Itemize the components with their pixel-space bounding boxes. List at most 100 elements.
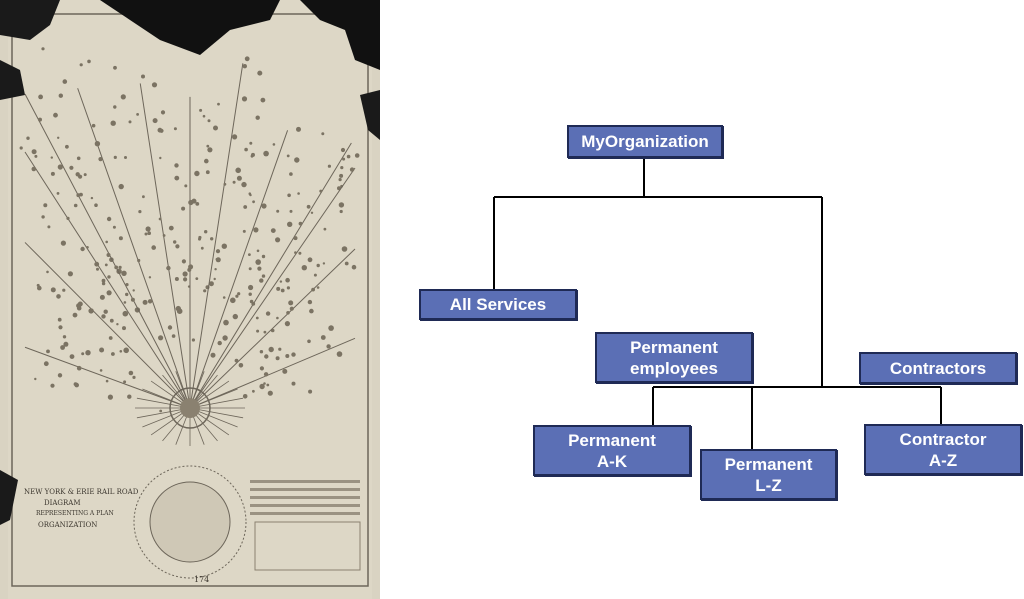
map-leaf <box>261 203 267 209</box>
map-leaf <box>242 229 246 233</box>
map-leaf <box>322 262 326 265</box>
map-leaf <box>57 373 63 378</box>
map-leaf <box>162 234 166 237</box>
map-leaf <box>248 284 254 291</box>
map-leaf <box>311 287 315 292</box>
map-leaf <box>257 70 263 76</box>
node-contractors-label: Contractors <box>889 358 987 378</box>
map-leaf <box>122 326 126 331</box>
map-leaf <box>159 156 162 160</box>
map-leaf <box>328 325 334 331</box>
map-leaf <box>132 375 136 379</box>
node-permanent-employees[interactable]: Permanent employees <box>595 332 753 383</box>
map-leaf <box>207 119 211 123</box>
map-leaf <box>125 292 129 297</box>
map-leaf <box>38 117 42 122</box>
map-leaf <box>287 193 291 198</box>
map-leaf <box>263 150 269 157</box>
map-leaf <box>215 249 221 254</box>
map-leaf <box>79 192 83 197</box>
map-leaf <box>298 221 303 226</box>
node-permanent-l-z[interactable]: Permanent L-Z <box>700 449 837 500</box>
map-leaf <box>119 350 123 353</box>
node-all-services[interactable]: All Services <box>419 289 577 320</box>
node-permanent-a-k[interactable]: Permanent A-K <box>533 425 691 476</box>
map-leaf <box>232 180 236 184</box>
map-leaf <box>276 209 280 213</box>
map-leaf <box>57 136 60 139</box>
node-myorganization[interactable]: MyOrganization <box>567 125 723 158</box>
map-leaf <box>270 228 276 234</box>
map-leaf <box>183 277 188 282</box>
map-leaf <box>99 369 103 372</box>
map-leaf <box>259 366 264 371</box>
map-leaf <box>75 172 80 177</box>
map-leaf <box>336 351 343 357</box>
map-leaf <box>351 264 357 270</box>
map-leaf <box>199 108 203 112</box>
map-leaf <box>53 112 58 118</box>
map-leaf <box>307 339 311 344</box>
map-leaf <box>204 230 208 234</box>
map-leaf <box>232 134 238 140</box>
map-leaf <box>235 167 241 174</box>
map-leaf <box>120 94 126 100</box>
map-leaf <box>121 270 127 276</box>
map-leaf <box>320 335 326 340</box>
map-leaf <box>286 286 290 290</box>
map-leaf <box>123 347 129 354</box>
map-leaf <box>158 335 164 341</box>
map-leaf <box>294 157 300 163</box>
map-leaf <box>307 257 313 263</box>
map-branch <box>189 130 289 409</box>
map-leaf <box>248 292 252 296</box>
map-leaf <box>195 277 199 280</box>
map-leaf <box>76 303 82 309</box>
map-leaf <box>148 276 152 279</box>
map-leaf <box>128 370 134 376</box>
map-leaf <box>168 225 174 231</box>
map-leaf <box>26 136 30 140</box>
map-leaf <box>203 289 207 293</box>
map-leaf <box>310 211 314 214</box>
map-leaf <box>323 227 327 231</box>
map-leaf <box>94 203 98 207</box>
map-leaf <box>264 354 269 359</box>
org-chart-connectors <box>493 157 942 450</box>
node-contractor-a-z[interactable]: Contractor A-Z <box>864 424 1022 475</box>
map-leaf <box>128 120 132 124</box>
map-leaf <box>91 123 96 128</box>
map-leaf <box>69 165 74 170</box>
map-leaf <box>214 268 217 271</box>
node-contractors[interactable]: Contractors <box>859 352 1017 384</box>
map-leaf <box>230 297 236 304</box>
map-leaf <box>261 254 266 259</box>
map-leaf <box>213 125 218 131</box>
map-leaf <box>69 354 75 359</box>
map-leaf <box>181 259 186 264</box>
map-leaf <box>60 240 66 246</box>
map-leaf <box>66 216 70 220</box>
map-leaf <box>123 301 127 304</box>
map-leaf <box>187 267 192 272</box>
map-leaf <box>57 317 62 322</box>
map-leaf <box>104 263 108 267</box>
map-leaf <box>62 335 67 339</box>
map-leaf <box>101 314 106 319</box>
map-leaf <box>249 141 253 145</box>
map-leaf <box>123 380 127 384</box>
map-leaf <box>46 270 49 274</box>
map-leaf <box>151 245 156 250</box>
map-leaf <box>110 120 116 126</box>
map-leaf <box>217 102 220 106</box>
map-leaf <box>342 157 346 161</box>
map-leaf <box>275 237 281 243</box>
map-leaf <box>221 243 227 249</box>
map-leaf <box>207 147 213 153</box>
map-leaf <box>107 275 111 279</box>
map-leaf <box>256 249 260 253</box>
map-leaf <box>191 338 195 342</box>
map-leaf <box>241 181 247 188</box>
map-leaf <box>94 141 101 147</box>
historical-org-chart-map: NEW YORK & ERIE RAIL ROAD DIAGRAM REPRES… <box>0 0 380 599</box>
